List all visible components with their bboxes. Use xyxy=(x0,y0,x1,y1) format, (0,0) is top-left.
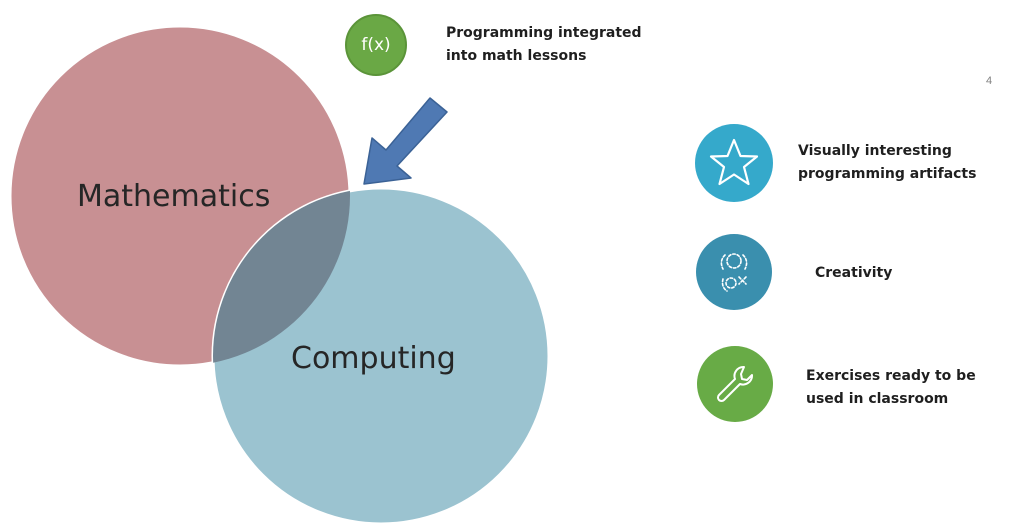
mathematics-label: Mathematics xyxy=(77,179,271,214)
callout-line: Programming integrated xyxy=(446,25,642,41)
wrench-icon xyxy=(716,366,753,403)
feature-caption-creativity: Creativity xyxy=(815,262,892,285)
feature-caption-visual: Visually interesting programming artifac… xyxy=(798,140,976,186)
feature-line: Creativity xyxy=(815,265,893,281)
overlap-region xyxy=(213,188,350,366)
creativity-badge xyxy=(696,234,772,310)
wrench-badge xyxy=(697,346,773,422)
arrow-icon xyxy=(363,97,448,185)
function-badge: f(x) xyxy=(345,14,407,76)
feature-caption-exercises: Exercises ready to be used in classroom xyxy=(806,365,976,411)
feature-line: programming artifacts xyxy=(798,166,977,182)
creativity-icon xyxy=(720,253,748,292)
callout-line: into math lessons xyxy=(446,48,587,64)
computing-label: Computing xyxy=(291,341,456,376)
star-badge xyxy=(695,124,773,202)
feature-line: Visually interesting xyxy=(798,143,952,159)
star-icon xyxy=(709,138,759,186)
callout-caption: Programming integrated into math lessons xyxy=(446,22,642,68)
feature-line: Exercises ready to be xyxy=(806,368,976,384)
feature-line: used in classroom xyxy=(806,391,949,407)
function-icon: f(x) xyxy=(361,35,391,55)
page-number: 4 xyxy=(986,75,993,87)
